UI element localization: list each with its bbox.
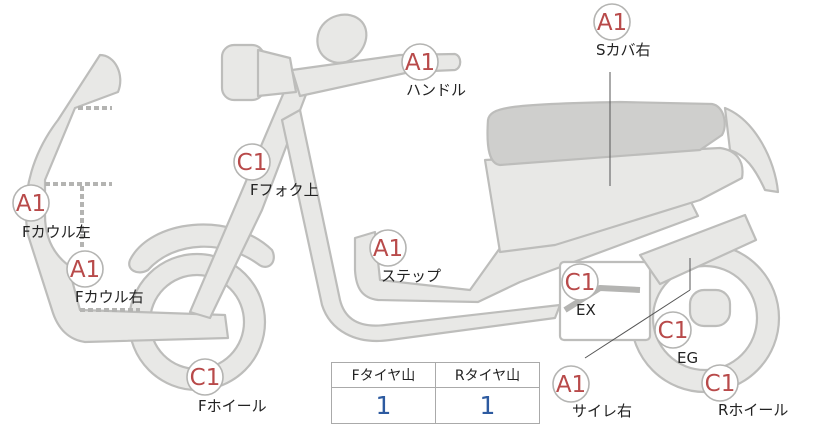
- part-label: ハンドル: [406, 81, 466, 99]
- grade-badge: [401, 43, 439, 81]
- front-tire-header: Fタイヤ山: [331, 362, 436, 388]
- grade-code: C1: [565, 270, 596, 296]
- badge-layer: A1Sカバ右A1ハンドルC1Fフォク上A1Fカウル左A1ステップA1Fカウル右C…: [12, 3, 788, 420]
- part-label: Sカバ右: [596, 41, 651, 59]
- part-label: Rホイール: [718, 401, 788, 419]
- grade-code: A1: [70, 257, 100, 283]
- part-label: サイレ右: [572, 402, 632, 420]
- front-tire-value: 1: [331, 387, 436, 424]
- grade-code: A1: [405, 50, 435, 76]
- muffler: [638, 213, 758, 286]
- part-label: Fカウル右: [75, 288, 144, 306]
- grade-code: A1: [597, 10, 627, 36]
- grade-code: A1: [556, 372, 586, 398]
- frame-tube: [280, 108, 562, 343]
- grade-code: C1: [237, 150, 268, 176]
- grade-code: A1: [373, 236, 403, 262]
- grade-badge: [701, 364, 739, 402]
- part-label: Fカウル左: [22, 223, 91, 241]
- part-marker: A1 ハンドル: [401, 43, 466, 99]
- engine-hub: [688, 288, 732, 328]
- grade-code: C1: [705, 371, 736, 397]
- seat: [486, 100, 726, 167]
- part-label: ステップ: [381, 267, 441, 285]
- grade-badge: [552, 365, 590, 403]
- exhaust-pipe: [563, 285, 641, 313]
- part-marker: A1 ステップ: [369, 229, 441, 285]
- grade-badge: [186, 358, 224, 396]
- grade-badge: [654, 311, 692, 349]
- rear-tire-value: 1: [435, 387, 540, 424]
- grade-code: A1: [16, 191, 46, 217]
- grade-code: C1: [658, 318, 689, 344]
- tire-tread-table: Fタイヤ山 Rタイヤ山 1 1: [331, 362, 540, 424]
- grade-badge: [561, 263, 599, 301]
- muffler-pointer: [584, 289, 691, 359]
- grade-code: C1: [190, 365, 221, 391]
- rear-tire-header: Rタイヤ山: [435, 362, 540, 388]
- part-label: EX: [576, 301, 596, 319]
- cowl-dash-lines: [45, 106, 140, 312]
- grade-badge: [66, 250, 104, 288]
- grade-badge: [233, 143, 271, 181]
- headlight-housing: [256, 48, 298, 98]
- part-label: Fフォク上: [250, 181, 319, 199]
- grade-badge: [12, 184, 50, 222]
- part-label: EG: [677, 349, 698, 367]
- part-marker: A1 サイレ右: [552, 365, 632, 420]
- grade-badge: [593, 3, 631, 41]
- front-cowl: [24, 53, 230, 344]
- rear-cowl: [723, 106, 780, 194]
- part-label: Fホイール: [198, 397, 267, 415]
- mirror: [316, 13, 368, 64]
- grade-badge: [369, 229, 407, 267]
- body-cover: [483, 146, 744, 254]
